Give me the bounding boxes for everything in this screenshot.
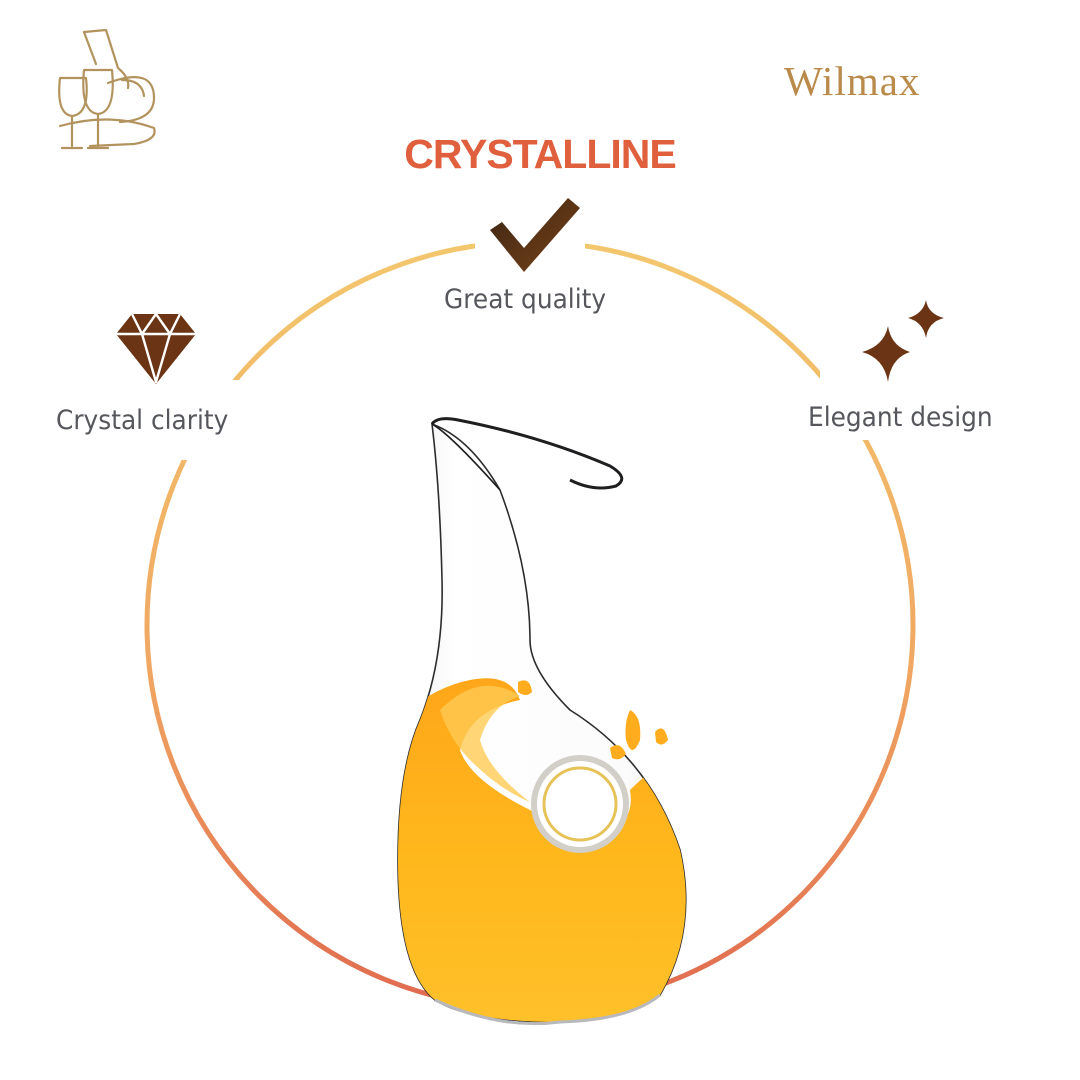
feature-label-crystal-clarity: Crystal clarity (56, 405, 229, 436)
sparkles-icon (862, 300, 944, 382)
diamond-icon (116, 312, 196, 384)
glassware-icon (58, 28, 156, 150)
checkmark-icon (490, 198, 580, 272)
feature-label-elegant-design: Elegant design (808, 402, 993, 433)
brand-logo: Wilmax (784, 58, 921, 104)
feature-label-great-quality: Great quality (444, 284, 607, 315)
carafe-image (397, 417, 687, 1026)
page-title: CRYSTALLINE (404, 131, 676, 177)
